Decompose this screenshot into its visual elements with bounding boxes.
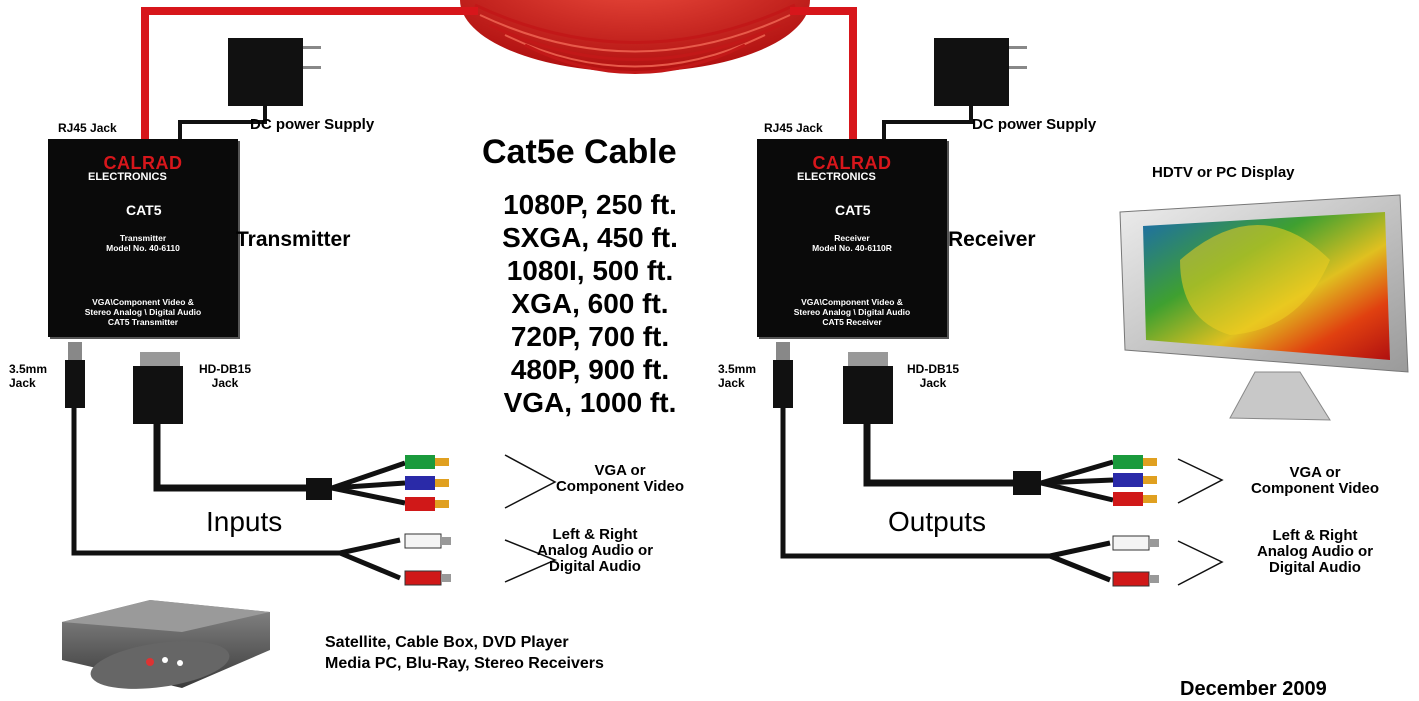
hdtv-display [1119,194,1409,421]
rx-rj45-label: RJ45 Jack [764,121,823,135]
rx-power-adapter [882,38,1027,140]
distance-item: SXGA, 450 ft. [502,222,678,253]
rx-side-label: Receiver [948,228,1036,251]
footer-date: December 2009 [1180,678,1327,700]
rx-io-label: Outputs [888,506,987,537]
cable-title: Cat5e Cable [482,133,677,171]
tx-power-label: DC power Supply [250,116,375,133]
unit-description: VGA\Component Video & Stereo Analog \ Di… [84,297,202,327]
rx-video-label: VGA or Component Video [1250,464,1380,497]
tx-io-label: Inputs [206,506,283,537]
rx-35mm-label: 3.5mm Jack [718,362,757,390]
tx-cables [65,342,557,586]
tx-audio-label: Left & Right Analog Audio or Digital Aud… [536,526,654,575]
cat5-label: CAT5 [835,202,871,218]
tx-rj45-label: RJ45 Jack [58,121,117,135]
rx-audio-label: Left & Right Analog Audio or Digital Aud… [1256,527,1374,576]
distance-item: 720P, 700 ft. [510,321,670,352]
rx-cables [773,342,1224,587]
brand-logo: CALRAD [103,153,183,173]
display-label: HDTV or PC Display [1152,164,1295,181]
tx-db15-label: HD-DB15 Jack [198,362,251,390]
tx-video-label: VGA or Component Video [555,462,685,495]
distance-item: 1080I, 500 ft. [506,255,674,286]
brand-subtitle: ELECTRONICS [797,171,876,183]
distance-item: 480P, 900 ft. [510,354,670,385]
distance-item: VGA, 1000 ft. [503,387,677,418]
cable-coil [460,0,810,74]
sources-label: Satellite, Cable Box, DVD Player Media P… [325,634,604,672]
rx-db15-label: HD-DB15 Jack [906,362,959,390]
model-text: Receiver Model No. 40-6110R [812,233,892,253]
distance-list: 1080P, 250 ft. SXGA, 450 ft. 1080I, 500 … [460,188,720,419]
receiver-unit: CALRAD ELECTRONICS CAT5 Receiver Model N… [757,139,947,337]
transmitter-unit: CALRAD ELECTRONICS CAT5 Transmitter Mode… [48,139,238,337]
tx-side-label: Transmitter [236,228,351,251]
tx-power-adapter [178,38,321,140]
brand-logo: CALRAD [812,153,892,173]
distance-item: XGA, 600 ft. [511,288,669,319]
brand-subtitle: ELECTRONICS [88,171,167,183]
rx-power-label: DC power Supply [972,116,1097,133]
unit-description: VGA\Component Video & Stereo Analog \ Di… [793,297,911,327]
tx-35mm-label: 3.5mm Jack [9,362,48,390]
remote-control [90,641,230,689]
distance-item: 1080P, 250 ft. [503,189,677,220]
model-text: Transmitter Model No. 40-6110 [106,233,180,253]
cat5-cable-runs [141,7,857,140]
cat5-label: CAT5 [126,202,162,218]
